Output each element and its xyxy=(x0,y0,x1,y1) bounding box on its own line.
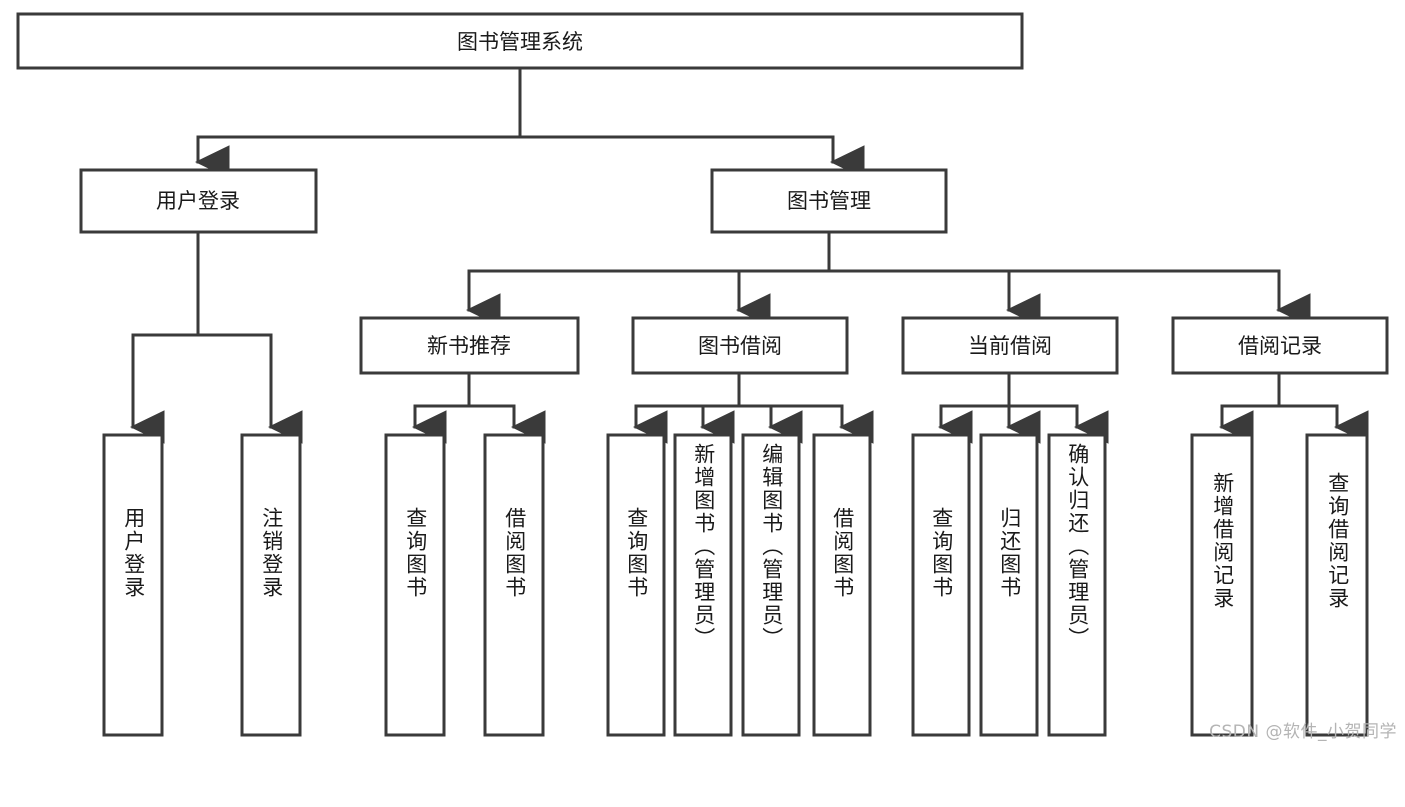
node-leaf-box[interactable] xyxy=(483,433,545,737)
node-leaf-box[interactable] xyxy=(1047,433,1107,737)
node-leaf-box[interactable] xyxy=(979,433,1039,737)
node-book-management-label: 图书管理 xyxy=(787,189,871,213)
node-borrow-record-box[interactable] xyxy=(1171,316,1389,375)
node-current-borrow-box[interactable] xyxy=(901,316,1119,375)
node-book-borrow-label: 图书借阅 xyxy=(698,334,782,358)
node-leaf-box[interactable] xyxy=(741,433,801,737)
csdn-watermark: CSDN @软件_小贺同学 xyxy=(1209,722,1397,742)
node-leaf-box[interactable] xyxy=(240,433,302,737)
connector-user-login-children xyxy=(130,230,303,444)
node-leaf-box[interactable] xyxy=(102,433,164,737)
node-user-login-box[interactable] xyxy=(79,168,318,234)
connector-current-borrow-children xyxy=(938,371,1109,444)
connector-book-mgmt-to-level3 xyxy=(466,230,1311,327)
node-leaf-box[interactable] xyxy=(812,433,872,737)
node-borrow-record-label: 借阅记录 xyxy=(1238,334,1322,358)
connector-borrow-record-children xyxy=(1219,371,1369,444)
connector-root-to-level2 xyxy=(195,66,865,179)
node-root-label: 图书管理系统 xyxy=(457,30,583,54)
node-new-book-recommend-box[interactable] xyxy=(359,316,580,375)
node-leaf-box[interactable] xyxy=(911,433,971,737)
node-root-box[interactable] xyxy=(16,12,1024,70)
tree-diagram-svg: 图书管理系统 用户登录 图书管理 新书推荐 图书借阅 当前借阅 借阅记录 xyxy=(16,12,1389,737)
org-chart-diagram: 图书管理系统 用户登录 图书管理 新书推荐 图书借阅 当前借阅 借阅记录 xyxy=(16,12,1397,742)
connector-book-borrow-children xyxy=(633,371,874,444)
node-book-management-box[interactable] xyxy=(710,168,948,234)
node-new-book-recommend-label: 新书推荐 xyxy=(427,334,511,358)
node-leaf-box[interactable] xyxy=(384,433,446,737)
node-current-borrow-label: 当前借阅 xyxy=(968,334,1052,358)
connector-new-book-children xyxy=(412,371,546,444)
node-book-borrow-box[interactable] xyxy=(631,316,849,375)
node-leaf-box[interactable] xyxy=(606,433,666,737)
node-leaf-box[interactable] xyxy=(1190,433,1254,737)
node-leaf-box[interactable] xyxy=(673,433,733,737)
node-user-login-label: 用户登录 xyxy=(156,189,240,213)
node-leaf-box[interactable] xyxy=(1305,433,1369,737)
